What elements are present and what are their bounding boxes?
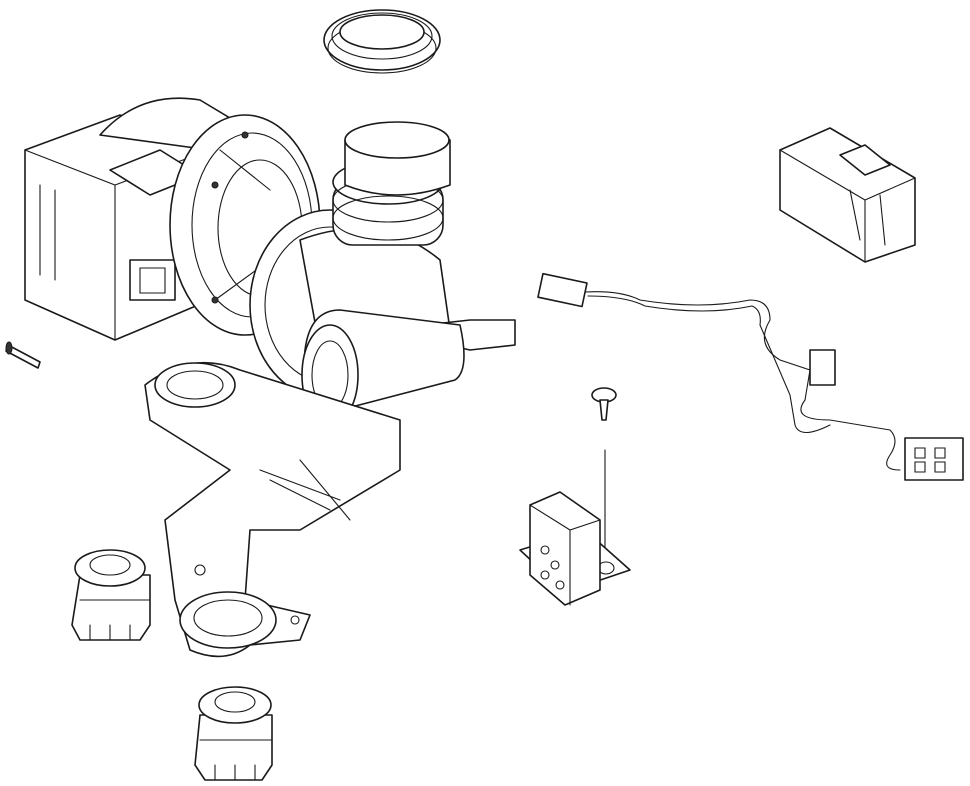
screw (591, 387, 617, 549)
pump-bracket (144, 361, 401, 658)
pin-screw (5, 341, 41, 369)
sensor-bracket (519, 491, 631, 606)
rubber-foot-bottom (194, 686, 273, 781)
wire-harness (537, 272, 964, 481)
control-module (779, 127, 916, 263)
rubber-foot-left (71, 549, 151, 641)
gasket-ring (323, 9, 441, 74)
pump-housing (249, 121, 516, 426)
